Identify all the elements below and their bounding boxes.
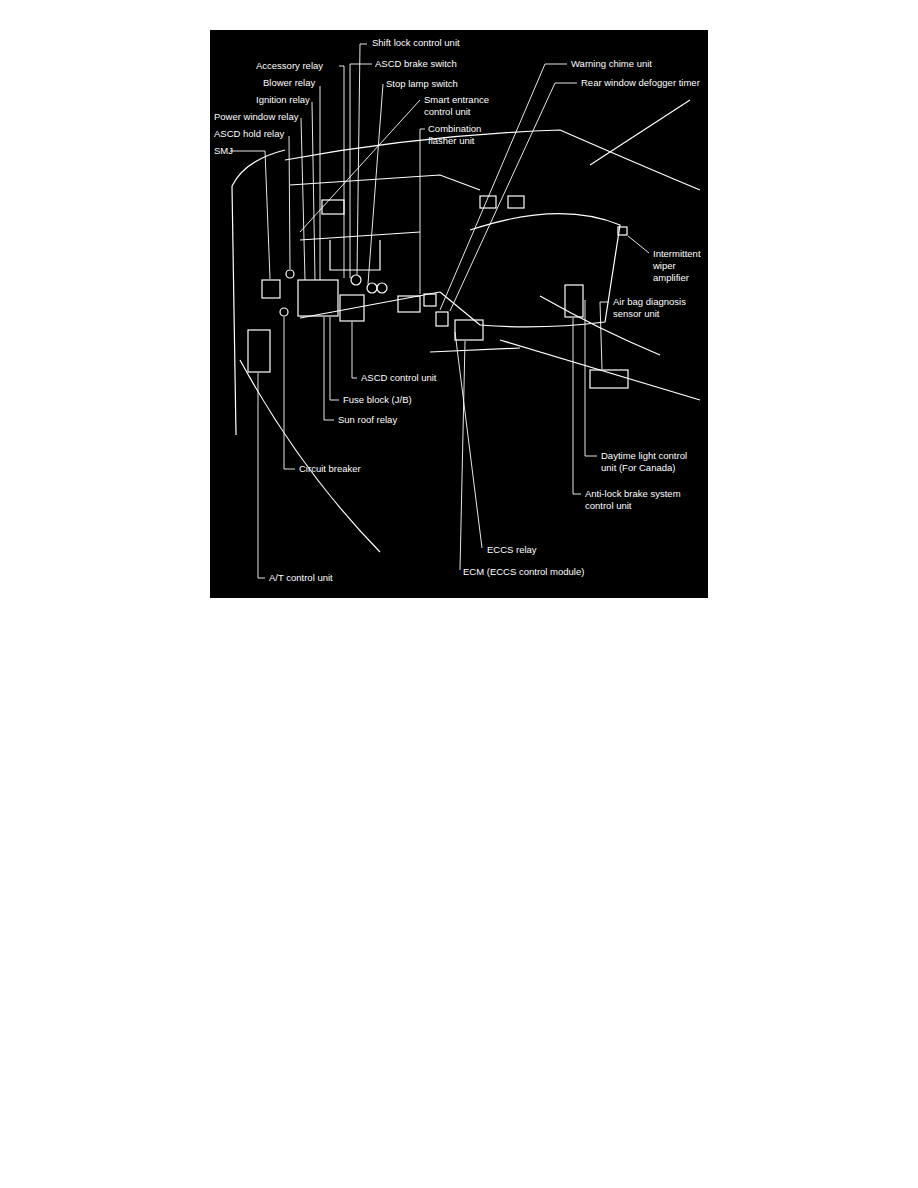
part-label: ECM (ECCS control module)	[463, 566, 584, 578]
part-label: SMJ	[214, 145, 233, 157]
part-label: Ignition relay	[256, 94, 310, 106]
components	[248, 196, 628, 388]
part-label: Combination flasher unit	[428, 123, 496, 147]
part-label: Anti-lock brake system control unit	[585, 488, 681, 512]
part-label: ASCD brake switch	[375, 58, 457, 70]
part-label: Intermittent wiper amplifier	[653, 248, 711, 284]
part-label: Power window relay	[214, 111, 298, 123]
part-label: Shift lock control unit	[372, 37, 460, 49]
part-label: A/T control unit	[269, 572, 333, 584]
part-label: Circuit breaker	[299, 463, 361, 475]
part-label: Accessory relay	[256, 60, 323, 72]
part-label: Air bag diagnosis sensor unit	[613, 296, 699, 320]
part-label: Daytime light control unit (For Canada)	[601, 450, 701, 474]
part-label: Rear window defogger timer	[581, 77, 700, 89]
part-label: Warning chime unit	[571, 58, 652, 70]
part-label: Blower relay	[263, 77, 315, 89]
part-label: ASCD hold relay	[214, 128, 284, 140]
part-label: Fuse block (J/B)	[343, 394, 412, 406]
part-label: Sun roof relay	[338, 414, 397, 426]
part-label: ASCD control unit	[361, 372, 437, 384]
panel-ground	[210, 30, 708, 598]
dashboard-outline	[232, 100, 700, 552]
part-label: Smart entrance control unit	[424, 94, 496, 118]
part-label: Stop lamp switch	[386, 78, 458, 90]
part-label: ECCS relay	[487, 544, 537, 556]
